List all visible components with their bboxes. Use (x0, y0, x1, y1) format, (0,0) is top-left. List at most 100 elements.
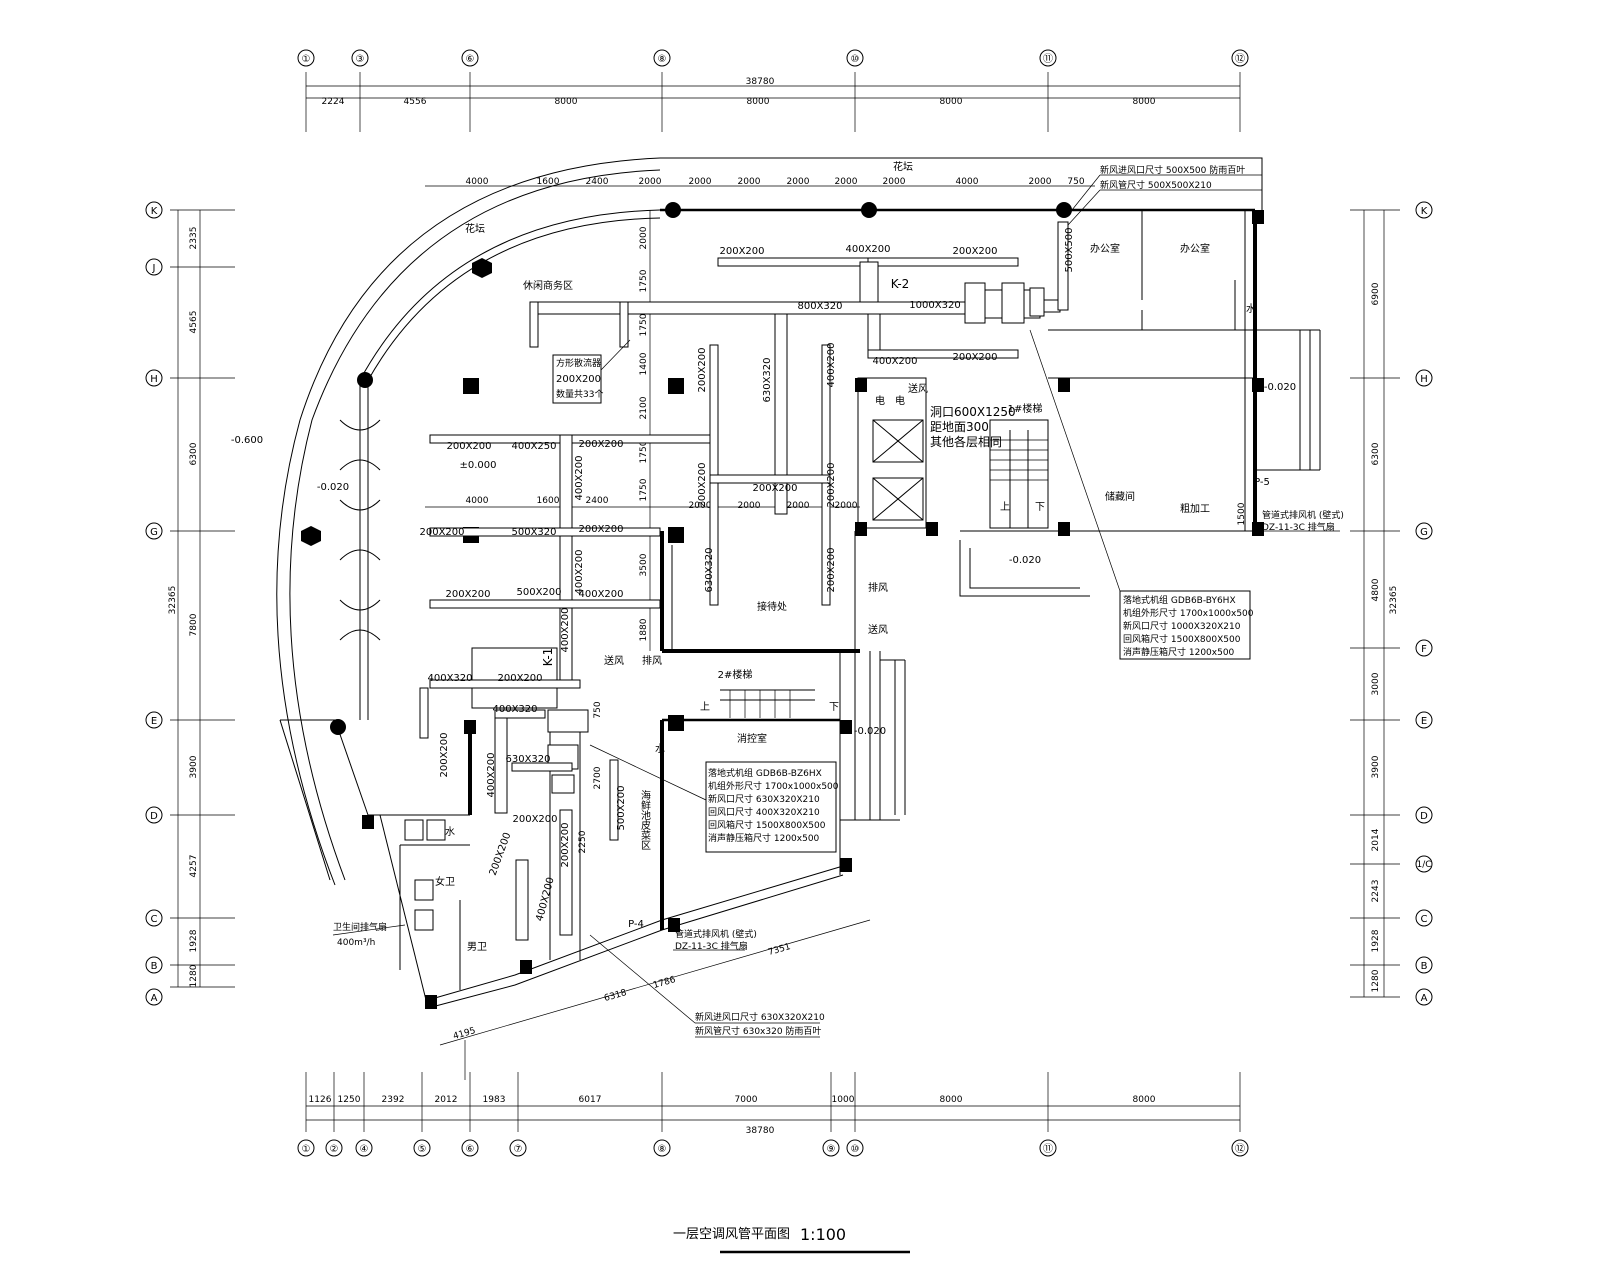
axis-left-G: G (150, 527, 158, 538)
dim-750-lower: 750 (593, 701, 603, 718)
duct-label-24: 200X200 (826, 462, 837, 507)
diffuser-line-3: 数量共33个 (556, 388, 603, 400)
misc-dimensions: 750 2700 2250 1500 (578, 502, 1247, 853)
vdim-4: 1400 (639, 352, 649, 375)
duct-label-13: 200X200 (578, 439, 623, 450)
duct-label-19: 200X200 (445, 589, 490, 600)
duct-label-2: 400X200 (845, 244, 890, 255)
duct-label-38: 400X200 (534, 876, 556, 922)
axis-right-H: H (1420, 374, 1428, 385)
diffuser-line-1: 方形散流器 (556, 357, 601, 369)
axis-right-F: F (1421, 644, 1427, 655)
inner-top-dimensions: 4000 1600 2400 2000 2000 2000 2000 2000 … (425, 177, 1095, 187)
duct-label-4: 800X320 (797, 301, 842, 312)
right-dim-6: 2014 (1371, 828, 1381, 851)
duct-label-21: 400X200 (578, 589, 623, 600)
room-elec-1: 电 (875, 394, 885, 407)
unit-k2-line-4: 回风箱尺寸 1500X800X500 (1123, 633, 1241, 645)
stair2-down: 下 (829, 702, 839, 713)
drawing-title-block: 一层空调风管平面图 1:100 (673, 1225, 910, 1254)
left-axis-bubbles: K J H G E D C B A (145, 201, 163, 1006)
room-flowerbed-left: 花坛 (465, 222, 485, 235)
duct-label-17: 200X200 (578, 524, 623, 535)
duct-label-12: 400X250 (511, 441, 556, 452)
duct-label-29: 200X200 (497, 673, 542, 684)
axis-bottom-9: ⑨ (827, 1144, 836, 1155)
axis-bottom-12: ⑫ (1235, 1143, 1245, 1155)
inner-dim-12: 750 (1067, 177, 1084, 187)
right-dim-3: 4800 (1371, 578, 1381, 601)
obl-dim-4: 7351 (767, 942, 792, 958)
room-elec-2: 电 (895, 394, 905, 407)
bottom-axis-bubbles: ① ② ④ ⑤ ⑥ ⑦ ⑧ ⑨ ⑩ ⑪ ⑫ (297, 1139, 1249, 1157)
opening-line-1: 洞口600X1250 (930, 405, 1016, 419)
unit-k1-line-1: 落地式机组 GDB6B-BZ6HX (708, 767, 822, 779)
inner-dim-6: 2000 (738, 177, 761, 187)
elev-3: ±0.000 (459, 460, 496, 471)
vdim-9: 1880 (639, 618, 649, 641)
right-dim-5: 3900 (1371, 755, 1381, 778)
bottom-dim-7: 7000 (735, 1095, 758, 1105)
axis-right-G: G (1420, 527, 1428, 538)
duct-label-9: 200X200 (697, 347, 708, 392)
bottom-dim-1: 1126 (309, 1095, 332, 1105)
left-dimension-chain: 32365 2335 4565 6300 7800 3900 4257 1928… (168, 209, 235, 987)
drawing-scale: 1:100 (800, 1225, 846, 1244)
inner-dim-4: 2000 (639, 177, 662, 187)
top-dim-3: 8000 (555, 97, 578, 107)
axis-bottom-1: ① (302, 1144, 311, 1155)
top-dim-1: 2224 (322, 97, 345, 107)
room-stair-2: 2#楼梯 (718, 668, 753, 681)
right-dim-1: 6900 (1371, 282, 1381, 305)
duct-label-18: 400X200 (574, 549, 585, 594)
dim-1500: 1500 (1237, 502, 1247, 525)
duct-label-5: 1000X320 (909, 300, 960, 311)
room-business-lounge: 休闲商务区 (523, 279, 573, 292)
axis-right-K: K (1421, 206, 1428, 217)
bottom-dim-5: 1983 (483, 1095, 506, 1105)
unit-k1-line-5: 回风箱尺寸 1500X800X500 (708, 819, 826, 831)
top-dim-6: 8000 (1133, 97, 1156, 107)
right-dim-8: 1928 (1371, 929, 1381, 952)
fan-p5-line-2: DZ-11-3C 排气扇 (1262, 521, 1335, 533)
axis-bottom-6: ⑥ (466, 1144, 475, 1155)
mid-dim-4: 2000 (689, 501, 712, 511)
axis-left-B: B (151, 961, 158, 972)
bottom-total-dim: 38780 (746, 1126, 775, 1136)
elev-4: -0.020 (1264, 382, 1296, 393)
inner-dim-1: 4000 (466, 177, 489, 187)
axis-top-3: ③ (356, 54, 365, 65)
axis-top-1: ① (302, 54, 311, 65)
right-total-dim: 32365 (1389, 586, 1399, 615)
room-stair-1: 1#楼梯 (1008, 402, 1043, 415)
top-dim-4: 8000 (747, 97, 770, 107)
axis-bottom-5: ⑤ (418, 1144, 427, 1155)
obl-dim-2: 6318 (603, 988, 628, 1004)
note-fan-p5: 管道式排风机 (壁式) DZ-11-3C 排气扇 (1262, 509, 1344, 533)
top-right-line-2: 新风管尺寸 500X500X210 (1100, 179, 1212, 191)
room-womens-wc: 女卫 (435, 875, 455, 888)
unit-k2-line-3: 新风口尺寸 1000X320X210 (1123, 620, 1241, 632)
axis-right-D: D (1420, 811, 1428, 822)
inner-dim-8: 2000 (835, 177, 858, 187)
vdim-6: 1750 (639, 440, 649, 463)
axis-left-K: K (151, 206, 158, 217)
right-dim-9: 1280 (1371, 969, 1381, 992)
building-outline (276, 157, 1321, 1009)
stair2-up: 上 (700, 701, 710, 713)
axis-bottom-8: ⑧ (658, 1144, 667, 1155)
elev-6: -0.020 (854, 726, 886, 737)
axis-left-J: J (152, 263, 156, 274)
axis-left-C: C (151, 914, 158, 925)
duct-label-30: 400X320 (492, 704, 537, 715)
duct-label-23: 200X200 (752, 483, 797, 494)
duct-size-labels: 200X200 400X200 200X200 800X320 1000X320… (419, 227, 1075, 922)
left-dim-2: 4565 (189, 311, 199, 334)
axis-right-B: B (1421, 961, 1428, 972)
unit-k1-line-3: 新风口尺寸 630X320X210 (708, 793, 820, 805)
axis-left-D: D (150, 811, 158, 822)
axis-bottom-4: ④ (360, 1144, 369, 1155)
top-dim-2: 4556 (404, 97, 427, 107)
duct-label-36: 500X200 (616, 785, 627, 830)
axis-left-H: H (150, 374, 158, 385)
